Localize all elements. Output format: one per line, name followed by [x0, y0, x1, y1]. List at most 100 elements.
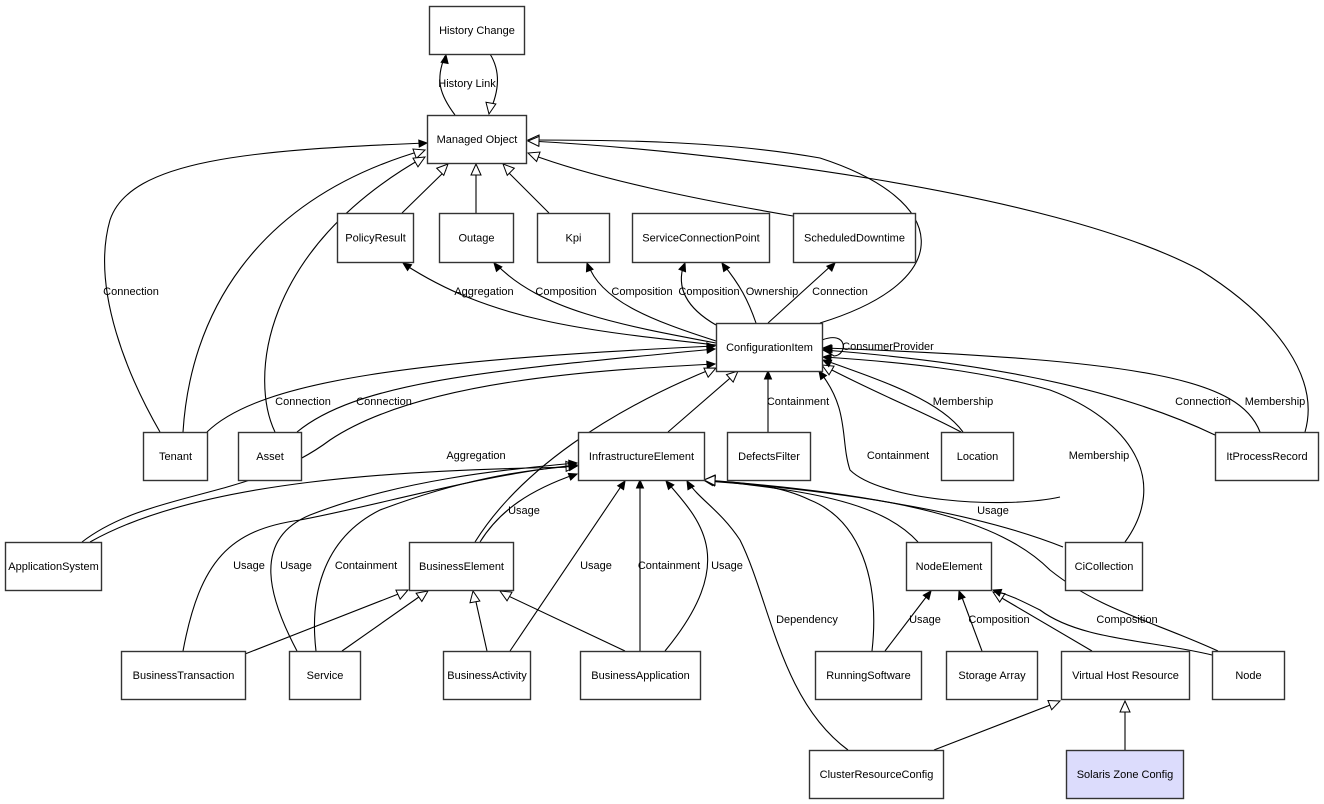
generalization-edge	[470, 162, 482, 213]
edges-layer	[81, 53, 1309, 751]
filled-arrowhead-icon	[821, 359, 833, 368]
class-node-infrastructure-element[interactable]: InfrastructureElement	[577, 431, 706, 482]
association-edge	[767, 262, 836, 324]
open-triangle-arrowhead-icon	[435, 163, 449, 177]
filled-arrowhead-icon	[635, 478, 645, 489]
edge-line	[89, 466, 577, 543]
node-box	[120, 650, 247, 701]
edge-line	[821, 337, 844, 357]
filled-arrowhead-icon	[440, 53, 449, 65]
association-edge	[763, 369, 773, 432]
generalization-edge	[502, 163, 550, 214]
node-box	[1060, 650, 1191, 701]
edge-label-aggregation: Aggregation	[454, 286, 513, 298]
class-node-location[interactable]: Location	[940, 431, 1015, 482]
class-node-business-element[interactable]: BusinessElement	[408, 541, 515, 592]
open-triangle-arrowhead-icon	[526, 135, 540, 148]
filled-arrowhead-icon	[957, 589, 966, 601]
class-node-outage[interactable]: Outage	[438, 212, 515, 264]
node-label: PolicyResult	[345, 233, 406, 245]
node-box	[336, 212, 415, 264]
filled-arrowhead-icon	[401, 262, 413, 272]
filled-arrowhead-icon	[493, 262, 503, 273]
node-box	[905, 541, 993, 592]
class-node-business-application[interactable]: BusinessApplication	[579, 650, 702, 701]
node-label: CiCollection	[1075, 561, 1134, 573]
node-label: NodeElement	[916, 561, 983, 573]
edge-line	[722, 263, 757, 324]
node-label: Service	[307, 670, 344, 682]
node-box	[814, 650, 923, 701]
association-edge	[585, 261, 717, 342]
edge-line	[81, 363, 715, 543]
node-box	[792, 212, 917, 264]
association-edge	[401, 262, 717, 346]
class-node-tenant[interactable]: Tenant	[142, 431, 209, 482]
association-edge	[818, 369, 1061, 504]
node-label: Virtual Host Resource	[1072, 670, 1179, 682]
class-node-virtual-host-resource[interactable]: Virtual Host Resource	[1060, 650, 1191, 701]
class-node-service[interactable]: Service	[288, 650, 362, 701]
class-node-solaris-zone-config[interactable]: Solaris Zone Config	[1065, 749, 1185, 800]
node-box	[808, 749, 945, 800]
class-node-configuration-item[interactable]: ConfigurationItem	[715, 322, 824, 373]
edge-line	[823, 356, 1145, 543]
class-node-kpi[interactable]: Kpi	[536, 212, 611, 264]
class-node-defects-filter[interactable]: DefectsFilter	[726, 431, 812, 482]
filled-arrowhead-icon	[706, 360, 717, 369]
edge-line	[823, 359, 964, 433]
node-box	[288, 650, 362, 701]
association-edge	[104, 139, 429, 433]
edge-label-containment: Containment	[335, 560, 397, 572]
open-triangle-arrowhead-icon	[469, 589, 481, 604]
generalization-edge	[1119, 699, 1131, 750]
edge-label-composition: Composition	[611, 286, 672, 298]
class-node-scheduled-downtime[interactable]: ScheduledDowntime	[792, 212, 917, 264]
class-node-node[interactable]: Node	[1211, 650, 1286, 701]
class-node-asset[interactable]: Asset	[237, 431, 303, 482]
class-node-node-element[interactable]: NodeElement	[905, 541, 993, 592]
association-edge	[821, 353, 1145, 543]
node-box	[940, 431, 1015, 482]
node-box	[945, 650, 1039, 701]
filled-arrowhead-icon	[763, 369, 773, 380]
class-node-policy-result[interactable]: PolicyResult	[336, 212, 415, 264]
class-node-storage-array[interactable]: Storage Array	[945, 650, 1039, 701]
generalization-edge	[244, 589, 410, 655]
node-label: BusinessTransaction	[133, 670, 235, 682]
association-edge	[821, 359, 964, 433]
association-edge	[884, 590, 932, 652]
edge-label-usage: Usage	[508, 505, 540, 517]
open-triangle-arrowhead-icon	[703, 367, 718, 379]
class-node-history-change[interactable]: History Change	[428, 5, 526, 56]
class-node-ci-collection[interactable]: CiCollection	[1064, 541, 1144, 592]
edge-line	[509, 481, 625, 652]
association-edge	[635, 478, 645, 651]
edge-label-connection: Connection	[356, 396, 412, 408]
filled-arrowhead-icon	[567, 472, 579, 481]
edge-line	[529, 139, 922, 324]
class-node-it-process-record[interactable]: ItProcessRecord	[1214, 431, 1320, 482]
class-node-running-software[interactable]: RunningSoftware	[814, 650, 923, 701]
edge-line	[473, 592, 488, 652]
open-triangle-arrowhead-icon	[502, 163, 516, 177]
edge-line	[529, 153, 794, 217]
class-node-cluster-resource-config[interactable]: ClusterResourceConfig	[808, 749, 945, 800]
edge-line	[933, 701, 1059, 751]
class-node-business-activity[interactable]: BusinessActivity	[442, 650, 532, 701]
open-triangle-arrowhead-icon	[725, 370, 739, 383]
generalization-edge	[264, 156, 427, 433]
edge-line	[705, 479, 1219, 652]
edge-label-dependency: Dependency	[776, 614, 838, 626]
edge-line	[474, 367, 715, 543]
class-node-managed-object[interactable]: Managed Object	[426, 114, 528, 165]
class-node-service-connection-point[interactable]: ServiceConnectionPoint	[631, 212, 771, 264]
edge-line	[823, 349, 1216, 436]
class-node-business-transaction[interactable]: BusinessTransaction	[120, 650, 247, 701]
association-edge	[821, 346, 1216, 436]
class-node-application-system[interactable]: ApplicationSystem	[4, 541, 103, 592]
node-label: RunningSoftware	[826, 670, 910, 682]
association-edge	[821, 344, 1261, 433]
edge-label-containment: Containment	[867, 450, 929, 462]
